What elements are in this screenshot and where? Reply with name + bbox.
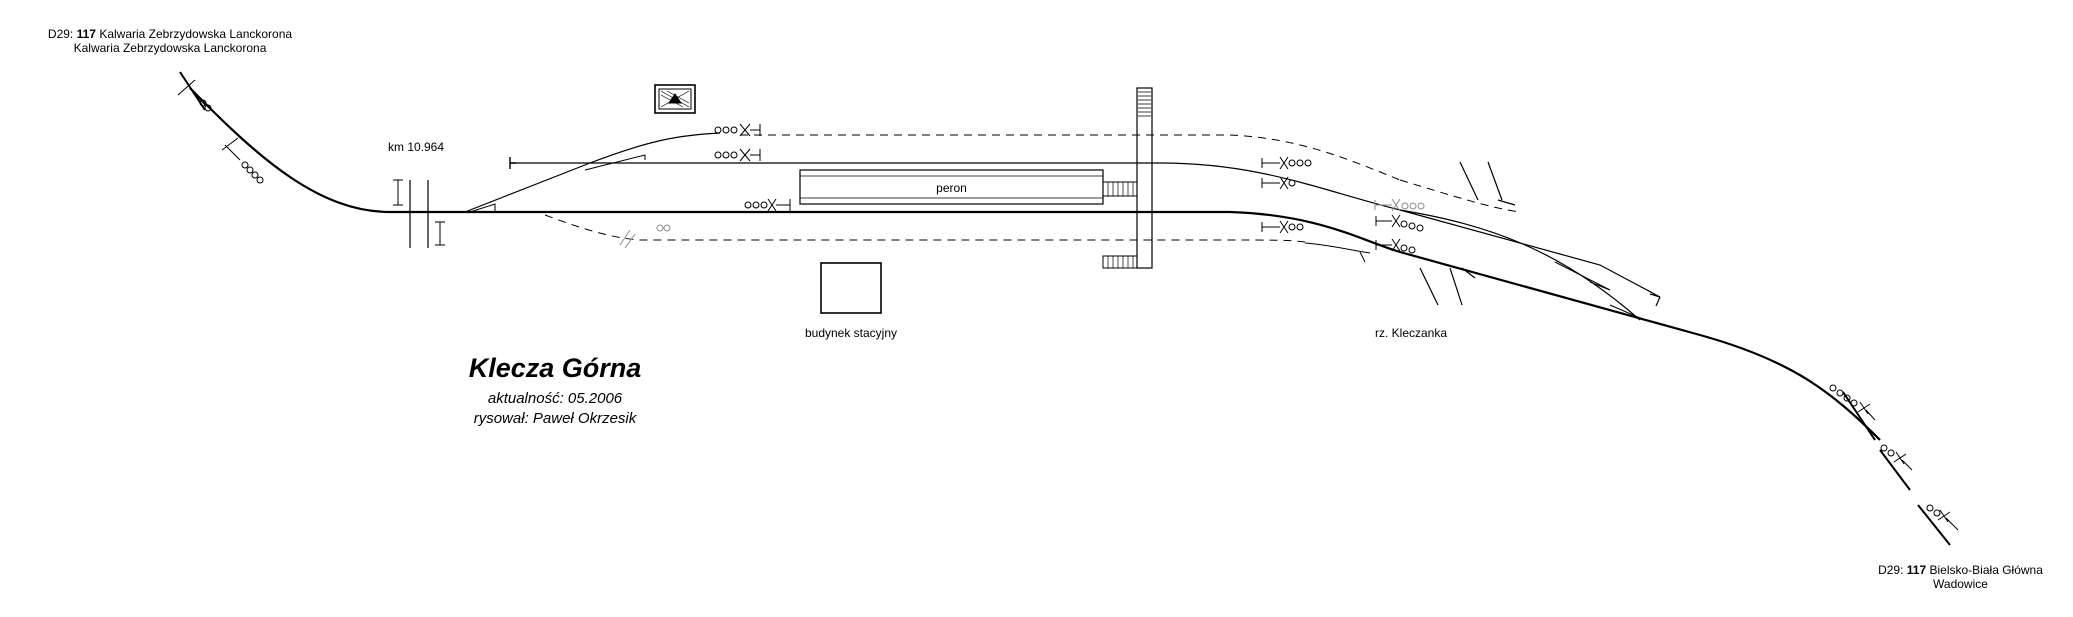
km-post: [409, 180, 429, 248]
west-line-row: D29: 117 Kalwaria Zebrzydowska Lanckoron…: [20, 27, 320, 41]
west-next-station: Kalwaria Zebrzydowska Lanckorona: [73, 41, 267, 56]
dismantled-siding-south: [1304, 242, 1371, 254]
platform-label: peron: [936, 181, 967, 195]
road-overpass: [1136, 87, 1153, 269]
dismantled-track-north: [740, 134, 1401, 181]
river-bridge-south: [1419, 267, 1476, 306]
west-station-label: D29: 117 Kalwaria Zebrzydowska Lanckoron…: [20, 27, 320, 56]
bridge-west-hatch: [1107, 182, 1134, 196]
west-line-prefix: D29:: [47, 27, 74, 41]
east-line-row: D29: 117 Bielsko-Biała Główna: [1848, 563, 2073, 577]
turnout-west: [464, 132, 721, 213]
km-tick-1: [393, 179, 403, 206]
end-track-southeast-3: [1917, 504, 1951, 546]
signal-group-southeast-2: [1880, 444, 1913, 471]
signal-group-east-3: [1374, 198, 1425, 212]
siding-end-west: [509, 157, 516, 169]
switch-point-1: [469, 203, 496, 213]
station-building: [820, 262, 882, 314]
author-label: rysował: Paweł Okrzesik: [473, 410, 637, 427]
platform-edge: [800, 175, 1103, 199]
signal-group-southeast-3: [1926, 504, 1959, 531]
crossing-icon: [654, 84, 696, 114]
road-overpass-hatch: [1138, 91, 1151, 117]
signal-group-platform-1: [714, 123, 761, 137]
end-track-west: [179, 71, 206, 111]
bridge-south-hatch: [1107, 256, 1134, 268]
west-direction: Kalwaria Zebrzydowska Lanckorona: [99, 27, 293, 41]
km-label: km 10.964: [388, 140, 445, 154]
station-title: Klecza Górna: [468, 353, 642, 383]
signal-group-east-6: [1375, 238, 1416, 254]
km-tick-2: [435, 221, 445, 246]
east-line-number: 117: [1906, 563, 1927, 577]
dismantled-track-north-east: [1399, 179, 1521, 213]
end-track-southeast-1: [1842, 391, 1876, 441]
dismantled-track-end: [1359, 251, 1366, 263]
dismantled-track-south: [544, 214, 1306, 243]
east-line-prefix: D29:: [1878, 563, 1904, 577]
signal-group-west-2: [221, 137, 264, 184]
signal-group-east-4: [1261, 220, 1304, 234]
signal-group-east-5: [1375, 214, 1424, 232]
signal-group-platform-2: [714, 148, 761, 162]
river-label: rz. Kleczanka: [1374, 326, 1448, 340]
east-station-label: D29: 117 Bielsko-Biała Główna Wadowice: [1848, 563, 2073, 592]
siding-buffer-east: [1649, 293, 1661, 307]
west-line-number: 117: [76, 27, 96, 41]
signal-group-east-2: [1261, 176, 1296, 190]
east-next-station: Wadowice: [1933, 577, 1988, 592]
bridge-south-stub: [1102, 255, 1138, 269]
end-track-southeast-2: [1879, 449, 1911, 491]
bridge-west-stub: [1102, 181, 1138, 197]
signal-group-south-1: [619, 224, 671, 249]
switch-point-2: [584, 154, 646, 171]
turnout-east: [1399, 209, 1641, 321]
main-track: [189, 87, 1881, 441]
signal-group-platform-3: [744, 198, 791, 212]
station-building-label: budynek stacyjny: [804, 326, 898, 340]
updated-label: aktualność: 05.2006: [487, 390, 623, 407]
river-bridge-north: [1459, 161, 1516, 206]
east-direction: Bielsko-Biała Główna: [1929, 563, 2043, 577]
switch-point-3: [1554, 261, 1611, 291]
signal-group-east-1: [1261, 156, 1312, 170]
switch-point-4: [1609, 304, 1641, 319]
